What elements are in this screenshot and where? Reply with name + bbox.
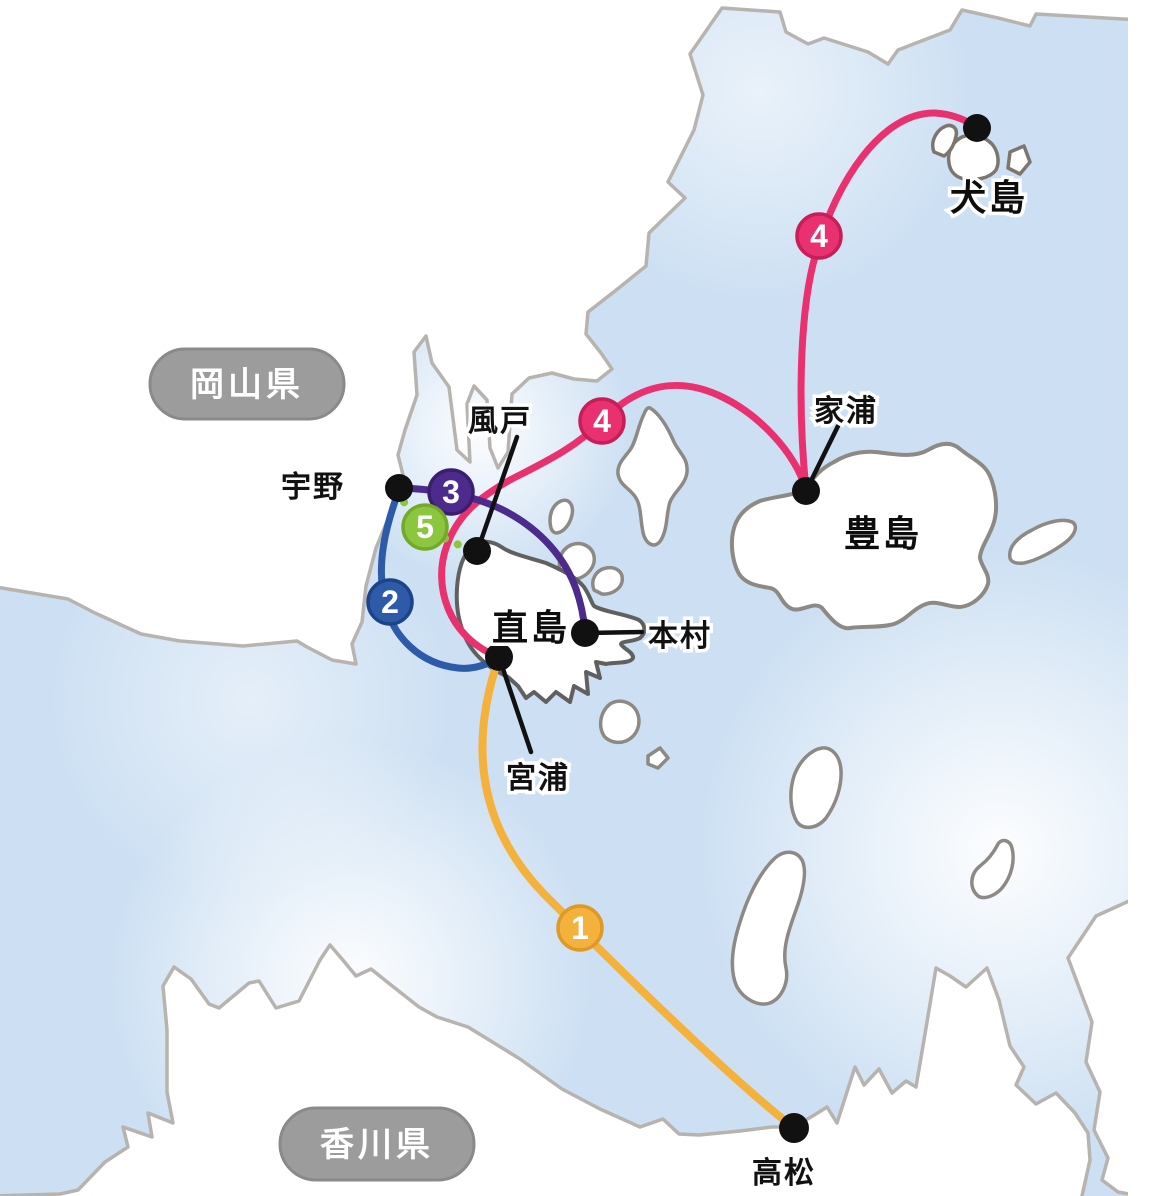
kagawa-pref-badge: 香川県 [278,1106,476,1182]
kazato-port-dot [463,537,491,565]
miyanoura-port-label: 宮浦 [506,762,570,795]
route-4-path-teshima-inujima [797,109,981,494]
route-1-path [478,653,798,1132]
miyanoura-port-dot [485,643,513,671]
route-1-badge [556,904,604,952]
route-5-badge-number: 5 [416,509,434,545]
naoshima-island-label: 直島 [492,607,570,648]
islet [730,850,807,1006]
kagawa-mainland [0,943,1092,1196]
route-4-path-naoshima-teshima [438,382,810,661]
ieura-port-label: 家浦 [814,395,878,428]
route-1-badge-number: 1 [571,910,589,946]
page-right-margin [1128,0,1164,1196]
east-land-strip [1066,894,1142,1196]
ieura-port-dot [792,477,820,505]
kazato-leader-line [475,434,520,552]
route-4-badge-west [578,397,626,445]
route-3-badge [427,468,475,516]
route-badges: 1 2 3 4 4 5 [366,212,843,952]
route-2-badge [366,578,414,626]
islet-group [548,406,1078,1006]
route-2-path [377,486,502,672]
islet [591,565,625,596]
route-5-badge [401,503,449,551]
inujima-island [946,133,1000,182]
islet [970,838,1015,900]
honmura-port-label: 本村 [648,620,712,653]
islet [616,406,689,547]
uno-port-label: 宇野 [281,471,345,504]
route-2-badge-number: 2 [381,584,399,620]
islet [598,699,641,745]
uno-port-dot [385,474,413,502]
islet [789,746,843,830]
route-4-badge-north-number: 4 [810,218,828,254]
islet [548,498,575,535]
port-dots [385,114,991,1143]
route-4-badge-north [795,212,843,260]
route-3-badge-number: 3 [442,474,460,510]
kazato-port-label: 風戸 [468,405,532,438]
islet [1007,518,1078,565]
islet [931,123,959,158]
inujima-island-label: 犬島 [950,177,1028,218]
kagawa-pref-pill [278,1106,476,1182]
takamatsu-port-label: 高松 [752,1157,816,1190]
honmura-port-dot [571,619,599,647]
sea-glow [700,550,1164,1150]
teshima-island [729,441,999,631]
inujima-port-dot [963,114,991,142]
takamatsu-port-dot [779,1113,809,1143]
okayama-mainland [0,0,1142,666]
route-5-path [395,485,480,555]
inujima-group [931,123,1032,182]
miyanoura-leader-line [496,654,534,755]
okayama-pref-pill [148,347,346,421]
okayama-pref-label: 岡山県 [190,366,304,404]
islet [646,746,670,770]
kagawa-pref-label: 香川県 [320,1126,434,1164]
okayama-pref-badge: 岡山県 [148,347,346,421]
islet [1006,144,1032,176]
teshima-island-label: 豊島 [844,513,922,554]
route-4-badge-west-number: 4 [593,403,611,439]
